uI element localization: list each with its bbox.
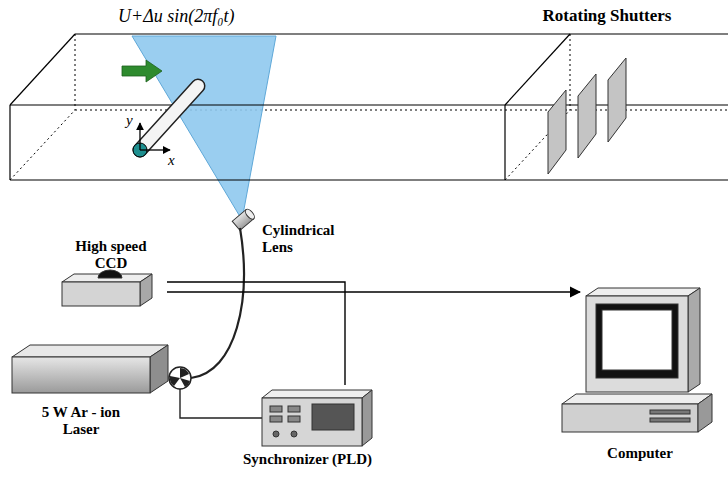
ccd-camera: [62, 270, 152, 306]
computer-unit: Computer: [580, 285, 714, 470]
water-channel: [10, 34, 728, 180]
device-label: Computer: [580, 445, 700, 462]
coordinate-axes: [140, 123, 170, 150]
chopper: [169, 367, 191, 389]
signal-cable: [167, 291, 580, 292]
device-label: Synchronizer (PLD): [235, 451, 380, 468]
axis-label: y: [126, 112, 133, 129]
optical-fiber: [191, 228, 244, 378]
camera-unit: High speed CCD: [55, 238, 167, 308]
chopper-cable: [180, 389, 262, 418]
channel-hidden-edges: [10, 34, 728, 180]
laser-unit: 5 W Ar - ion Laser: [8, 338, 173, 450]
flow-arrow: [122, 60, 162, 82]
lens-unit: Cylindrical Lens: [258, 222, 358, 266]
synchronizer-unit: [262, 390, 372, 446]
device-label: Rotating Shutters: [506, 6, 708, 26]
shutters-unit: Rotating Shutters: [506, 4, 708, 180]
cylinder: [133, 86, 198, 157]
synchronizer-unit: Synchronizer (PLD): [235, 385, 380, 473]
device-label: 5 W Ar - ion Laser: [26, 404, 136, 439]
device-label: High speed CCD: [65, 238, 157, 273]
signal-cable: [167, 282, 345, 385]
laser-sheet: [132, 36, 276, 220]
rotating-shutter-plates: [548, 58, 626, 174]
cylindrical-lens: [232, 208, 256, 231]
argon-laser: [12, 345, 168, 393]
flow-formula: U+Δu sin(2πf₀t): [118, 6, 234, 27]
device-label: Cylindrical Lens: [262, 222, 354, 257]
axis-label: x: [168, 152, 175, 169]
computer-set: [562, 288, 712, 432]
